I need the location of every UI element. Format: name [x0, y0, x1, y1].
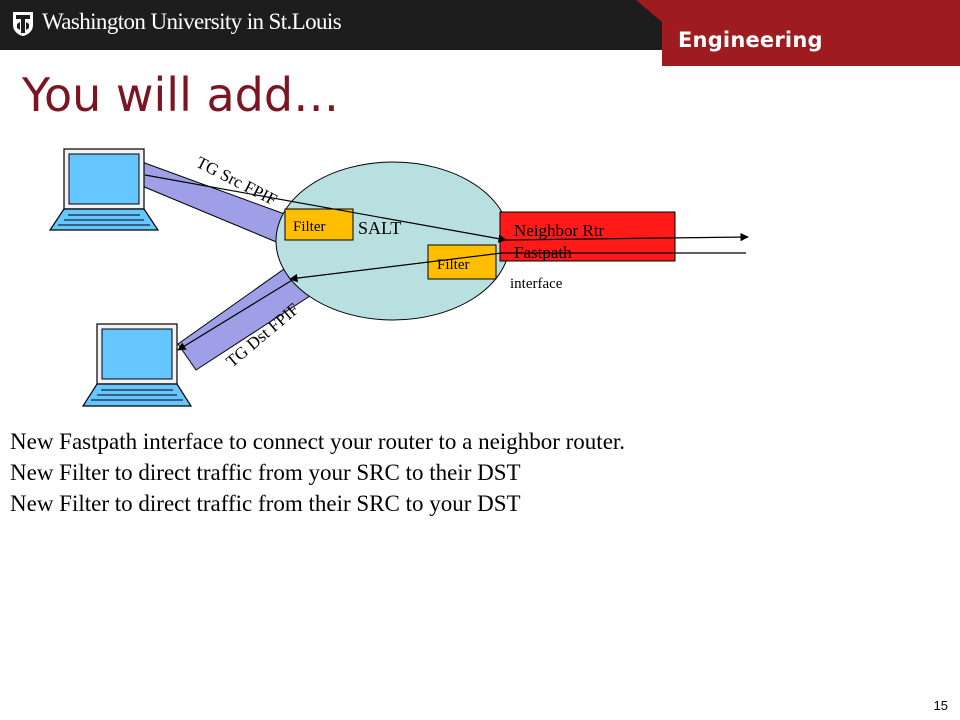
laptop-src-icon [48, 148, 160, 231]
dst-link-arrow [177, 278, 295, 351]
school-name: Engineering [678, 28, 823, 52]
header-school-tab [636, 0, 960, 66]
description-item: New Filter to direct traffic from their … [10, 491, 521, 516]
salt-router [275, 161, 511, 321]
slide-title: You will add… [22, 68, 340, 122]
neighbor-fastpath-label: Fastpath [514, 243, 572, 262]
src-to-neighbor-arrow [144, 174, 507, 243]
interface-label: interface [510, 276, 563, 292]
filter-label-src: Filter [293, 219, 326, 235]
description-item: New Fastpath interface to connect your r… [10, 429, 626, 454]
fastpath-out-arrow [505, 232, 749, 242]
filter-label-dst: Filter [437, 257, 470, 273]
description-item: New Filter to direct traffic from your S… [10, 460, 521, 485]
filter-box-src [284, 208, 354, 241]
laptop-dst-icon [81, 323, 193, 407]
neighbor-router-label: Neighbor Rtr [514, 221, 605, 240]
university-crest-icon [13, 12, 33, 36]
page-number: 15 [933, 698, 948, 713]
network-diagram: TG Src FPIF TG Dst FPIF SALT Filter Filt… [48, 148, 749, 407]
university-logo-text: Washington University in St.Louis [42, 9, 342, 34]
neighbor-to-dst-arrow [289, 252, 503, 283]
salt-label: SALT [358, 218, 401, 238]
description-list: New Fastpath interface to connect your r… [10, 426, 625, 519]
